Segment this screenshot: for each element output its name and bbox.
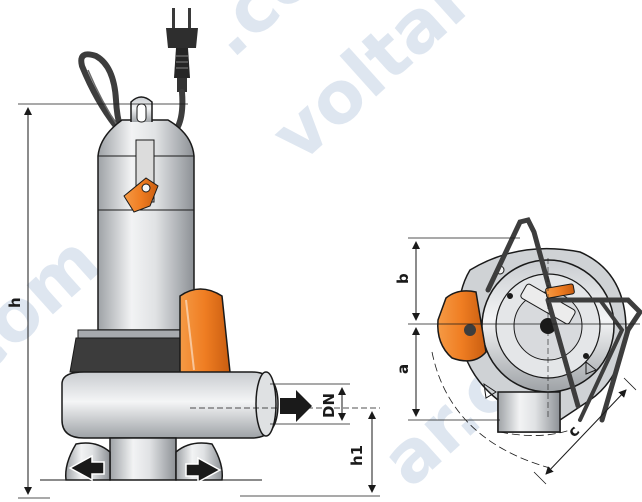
label-dn: DN — [320, 393, 338, 418]
float-switch-top — [437, 290, 487, 362]
dimension-dn: DN — [270, 383, 350, 425]
inflow-arrow-right — [185, 456, 222, 484]
dimension-h1: h1 — [190, 407, 380, 497]
dimension-a: a — [394, 327, 500, 421]
pump-base — [109, 437, 177, 481]
pump-side-view — [40, 8, 312, 484]
dimension-h: h — [6, 103, 188, 499]
label-h1: h1 — [348, 445, 366, 466]
pump-top-view — [408, 217, 642, 469]
label-h: h — [6, 297, 24, 308]
outlet-port — [497, 391, 561, 433]
watermark-top: .co — [187, 0, 332, 73]
outflow-arrow — [280, 390, 312, 422]
label-a: a — [394, 364, 412, 374]
power-plug — [166, 8, 198, 92]
float-switch — [179, 288, 231, 384]
dimension-b: b — [394, 237, 520, 321]
volute-casing — [61, 371, 279, 439]
label-b: b — [394, 273, 412, 284]
inflow-arrow-left — [68, 454, 105, 482]
